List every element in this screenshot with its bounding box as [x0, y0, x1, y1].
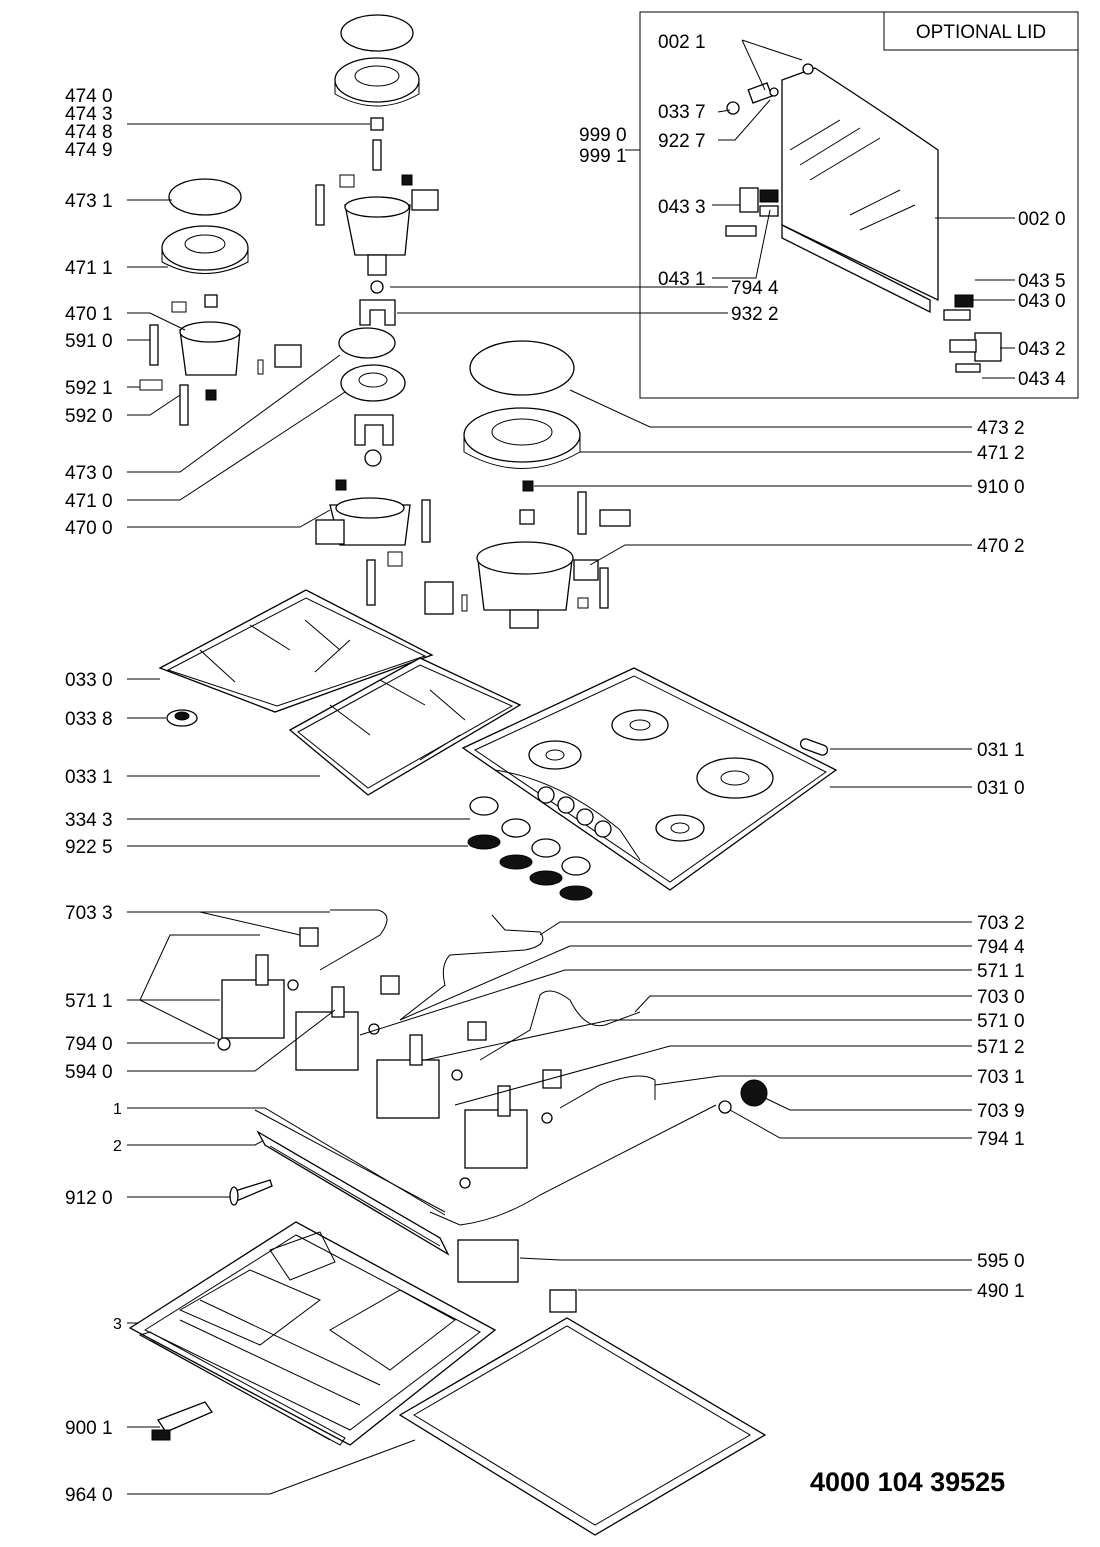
label-0020: 002 0: [1018, 209, 1066, 230]
label-0430: 043 0: [1018, 291, 1066, 312]
lid-knob-icon: [726, 101, 740, 115]
burner-leaders: [127, 123, 972, 566]
label-0432: 043 2: [1018, 339, 1066, 360]
rail-icon: [256, 1130, 450, 1256]
optional-lid-title: OPTIONAL LID: [916, 22, 1046, 43]
lid-washer-icon: [769, 87, 779, 97]
gas-pipes: [254, 909, 768, 1313]
label-0338: 033 8: [65, 709, 113, 730]
gas-valve-icon: [217, 927, 562, 1189]
clip-icon: [151, 1401, 213, 1441]
label-4710: 471 0: [65, 491, 113, 512]
label-5711-right: 571 1: [977, 961, 1025, 982]
label-4748: 474 8: [65, 122, 113, 143]
label-0021: 002 1: [658, 32, 706, 53]
label-9227: 922 7: [658, 131, 706, 152]
label-7944-top: 794 4: [731, 278, 779, 299]
label-4700: 470 0: [65, 518, 113, 539]
label-7031: 703 1: [977, 1067, 1025, 1088]
label-0434: 043 4: [1018, 369, 1066, 390]
label-5940: 594 0: [65, 1062, 113, 1083]
label-4712: 471 2: [977, 443, 1025, 464]
bottom-tray-icon: [128, 1221, 497, 1446]
label-0310: 031 0: [977, 778, 1025, 799]
label-4731: 473 1: [65, 191, 113, 212]
label-0311: 031 1: [977, 740, 1025, 761]
label-4711: 471 1: [65, 258, 113, 279]
label-9225: 922 5: [65, 837, 113, 858]
label-9120: 912 0: [65, 1188, 113, 1209]
label-0431: 043 1: [658, 269, 706, 290]
hob-top-icon: [461, 667, 838, 901]
hinge-right-icon: [943, 294, 1002, 373]
label-1: 1: [113, 1101, 122, 1118]
label-2: 2: [113, 1138, 122, 1155]
label-4743: 474 3: [65, 104, 113, 125]
label-7941: 794 1: [977, 1129, 1025, 1150]
label-9100: 910 0: [977, 477, 1025, 498]
label-5920: 592 0: [65, 406, 113, 427]
label-9991: 999 1: [579, 146, 627, 167]
label-5950: 595 0: [977, 1251, 1025, 1272]
label-4702: 470 2: [977, 536, 1025, 557]
label-5910: 591 0: [65, 331, 113, 352]
label-5712: 571 2: [977, 1037, 1025, 1058]
label-7032: 703 2: [977, 913, 1025, 934]
label-9001: 900 1: [65, 1418, 113, 1439]
label-0331: 033 1: [65, 767, 113, 788]
label-4749: 474 9: [65, 140, 113, 161]
label-4732: 473 2: [977, 418, 1025, 439]
label-0433: 043 3: [658, 197, 706, 218]
label-5921: 592 1: [65, 378, 113, 399]
label-4740: 474 0: [65, 86, 113, 107]
pan-support-icon: [158, 589, 522, 796]
label-0330: 033 0: [65, 670, 113, 691]
label-7033: 703 3: [65, 903, 113, 924]
screw-icon: [229, 1179, 273, 1206]
label-3343: 334 3: [65, 810, 113, 831]
label-3: 3: [113, 1316, 122, 1333]
burner-icon: [139, 14, 631, 629]
lid-screw-icon: [802, 63, 814, 75]
label-5711-left: 571 1: [65, 991, 113, 1012]
label-9640: 964 0: [65, 1485, 113, 1506]
hinge-left-icon: [725, 187, 779, 237]
glass-lid-icon: [781, 67, 939, 314]
label-9990: 999 0: [579, 125, 627, 146]
optional-lid-panel: OPTIONAL LID: [579, 11, 1079, 399]
valve-leaders: [127, 911, 972, 1495]
label-7039: 703 9: [977, 1101, 1025, 1122]
label-7940: 794 0: [65, 1034, 113, 1055]
label-5710: 571 0: [977, 1011, 1025, 1032]
label-7944-mid: 794 4: [977, 937, 1025, 958]
label-9322: 932 2: [731, 304, 779, 325]
document-code: 4000 104 39525: [810, 1467, 1005, 1497]
lid-pin-icon: [747, 82, 773, 104]
seal-gasket-icon: [398, 1317, 767, 1536]
label-4701: 470 1: [65, 304, 113, 325]
label-7030: 703 0: [977, 987, 1025, 1008]
label-4901: 490 1: [977, 1281, 1025, 1302]
label-0435: 043 5: [1018, 271, 1066, 292]
label-4730: 473 0: [65, 463, 113, 484]
label-0337: 033 7: [658, 102, 706, 123]
